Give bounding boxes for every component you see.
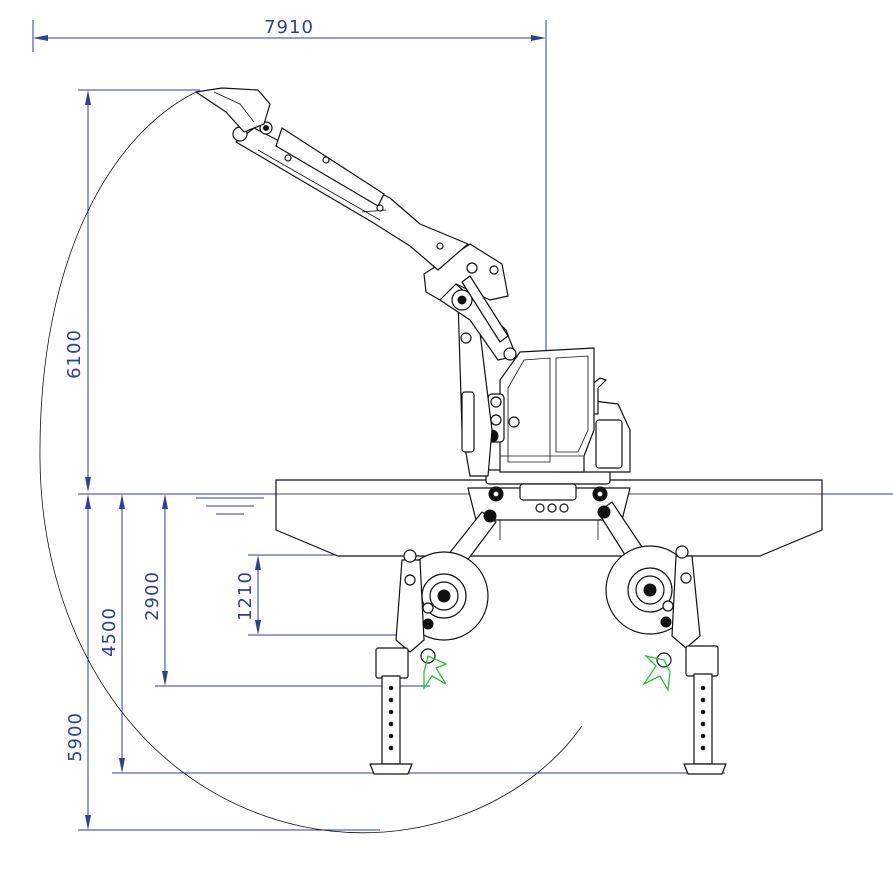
left-claw-icon — [423, 655, 448, 691]
left-walking-leg — [369, 509, 497, 775]
chassis — [467, 469, 631, 521]
digging-envelope-curve — [39, 91, 583, 834]
right-claw-icon — [642, 654, 671, 693]
float-depth-label: 2900 — [142, 571, 163, 621]
dimension-labels: 7910 6100 2900 1210 4500 5900 — [64, 17, 314, 762]
reach-label: 7910 — [264, 17, 314, 38]
leg-depth-label: 4500 — [99, 607, 120, 657]
upper-structure — [485, 347, 631, 473]
bucket — [195, 87, 271, 133]
wheel-height-label: 1210 — [235, 571, 256, 621]
cab — [499, 347, 595, 473]
boom — [195, 87, 517, 477]
max-dig-depth-label: 5900 — [65, 712, 86, 762]
right-walking-leg — [597, 501, 727, 775]
max-height-label: 6100 — [64, 329, 85, 379]
